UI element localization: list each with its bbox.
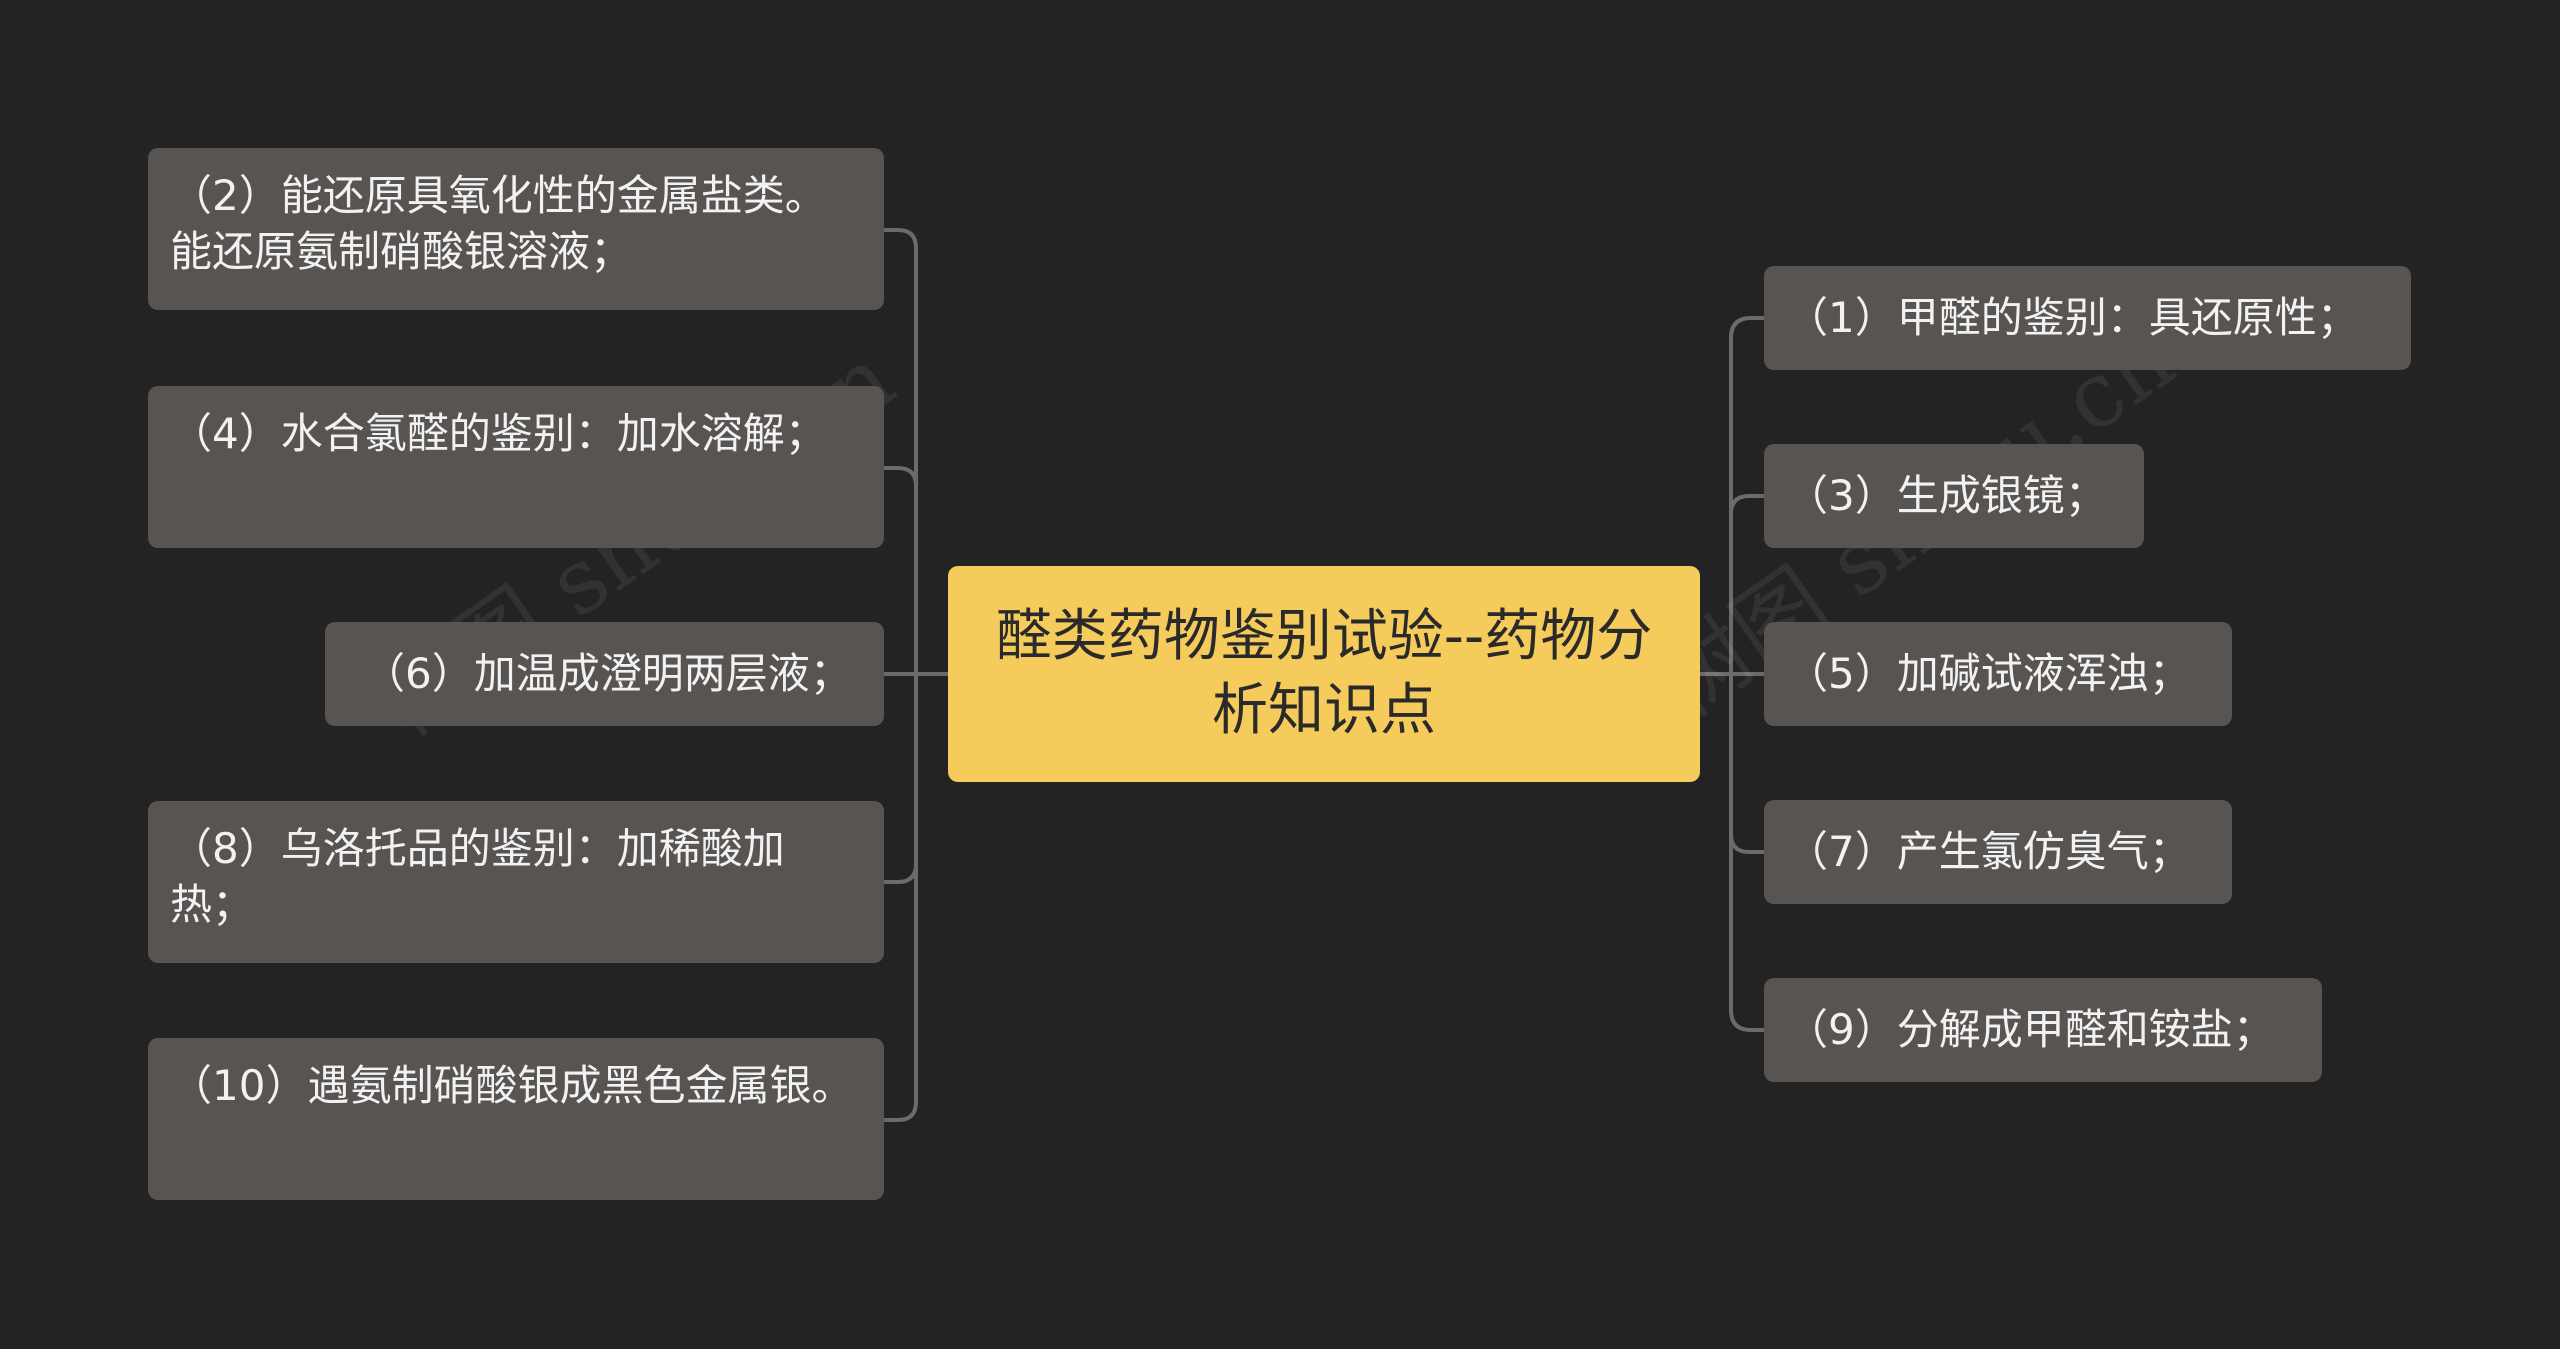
node-label: （2）能还原具氧化性的金属盐类。能还原氨制硝酸银溶液； xyxy=(170,171,827,276)
root-node-label: 醛类药物鉴别试验--药物分析知识点 xyxy=(995,604,1653,743)
node-label: （7）产生氯仿臭气； xyxy=(1786,827,2191,876)
connector-right-4 xyxy=(1729,833,1764,854)
node-label: （9）分解成甲醛和铵盐； xyxy=(1786,1005,2275,1054)
left-node-6[interactable]: （6）加温成澄明两层液； xyxy=(325,622,884,726)
node-label: （4）水合氯醛的鉴别：加水溶解； xyxy=(170,409,827,458)
connector-left-5 xyxy=(884,1101,918,1122)
node-label: （3）生成银镜； xyxy=(1786,471,2107,520)
left-node-10[interactable]: （10）遇氨制硝酸银成黑色金属银。 xyxy=(148,1038,884,1200)
connector-right-1 xyxy=(1729,316,1764,339)
node-label: （5）加碱试液浑浊； xyxy=(1786,649,2191,698)
right-node-5[interactable]: （5）加碱试液浑浊； xyxy=(1764,622,2232,726)
connector-left-2 xyxy=(884,466,918,487)
node-label: （10）遇氨制硝酸银成黑色金属银。 xyxy=(170,1061,854,1110)
right-node-3[interactable]: （3）生成银镜； xyxy=(1764,444,2144,548)
node-label: （6）加温成澄明两层液； xyxy=(363,649,852,698)
left-node-8[interactable]: （8）乌洛托品的鉴别：加稀酸加热； xyxy=(148,801,884,963)
right-node-7[interactable]: （7）产生氯仿臭气； xyxy=(1764,800,2232,904)
connector-right-5 xyxy=(1729,1009,1764,1032)
connector-right-2 xyxy=(1729,494,1764,515)
root-node[interactable]: 醛类药物鉴别试验--药物分析知识点 xyxy=(948,566,1700,782)
right-node-1[interactable]: （1）甲醛的鉴别：具还原性； xyxy=(1764,266,2411,370)
connector-left-1 xyxy=(884,228,918,249)
right-node-9[interactable]: （9）分解成甲醛和铵盐； xyxy=(1764,978,2322,1082)
left-node-4[interactable]: （4）水合氯醛的鉴别：加水溶解； xyxy=(148,386,884,548)
node-label: （1）甲醛的鉴别：具还原性； xyxy=(1786,293,2359,342)
node-label: （8）乌洛托品的鉴别：加稀酸加热； xyxy=(170,824,785,929)
connector-left-4 xyxy=(884,863,918,884)
left-node-2[interactable]: （2）能还原具氧化性的金属盐类。能还原氨制硝酸银溶液； xyxy=(148,148,884,310)
